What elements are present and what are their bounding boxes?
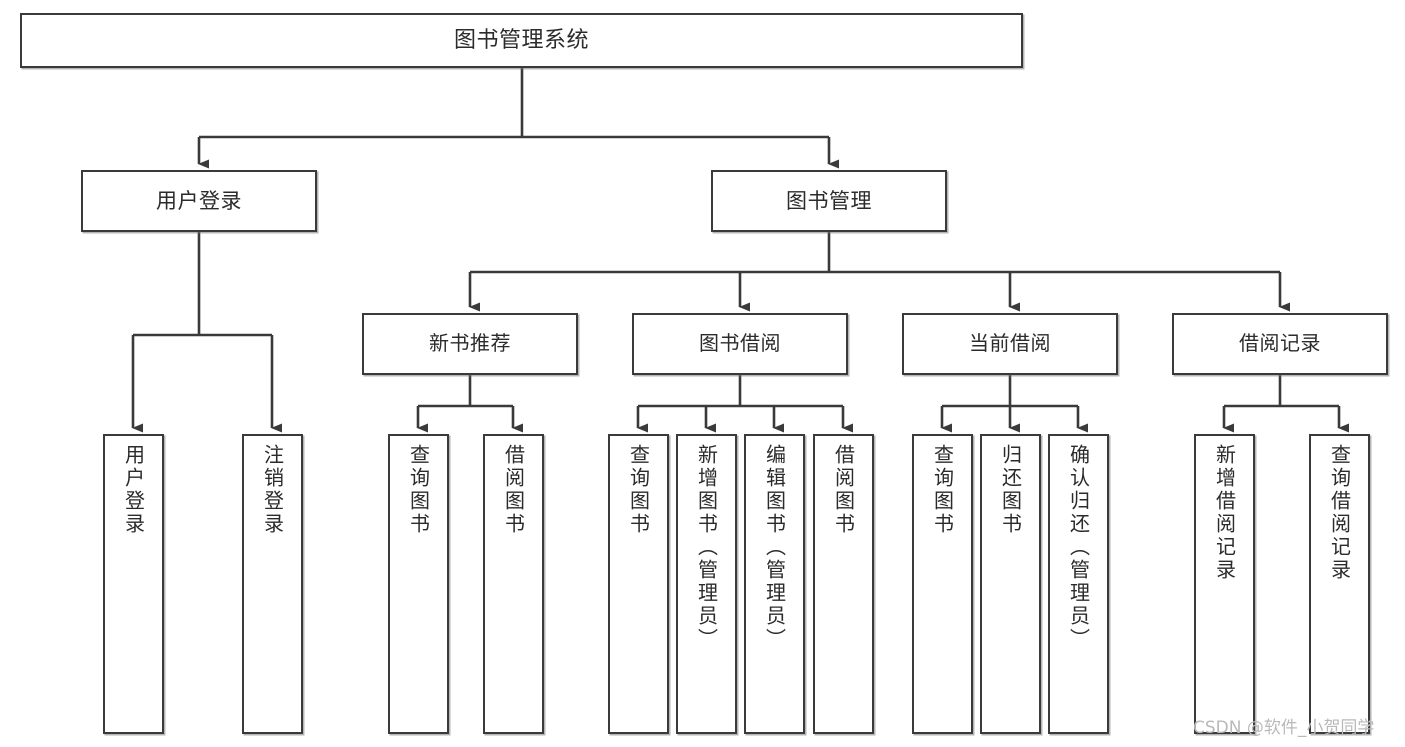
- node-root-system[interactable]: 图书管理系统: [20, 13, 1023, 68]
- leaf-query-book[interactable]: 查询图书: [608, 434, 669, 734]
- leaf-query-book-recommend[interactable]: 查询图书: [388, 434, 449, 734]
- node-label: 借阅图书: [831, 444, 856, 536]
- node-label: 图书管理: [786, 188, 872, 213]
- node-book-management[interactable]: 图书管理: [711, 170, 947, 232]
- node-label: 注销登录: [260, 444, 285, 536]
- node-book-borrow[interactable]: 图书借阅: [632, 313, 848, 375]
- node-label: 图书借阅: [699, 331, 781, 356]
- node-label: 用户登录: [156, 188, 242, 213]
- leaf-query-borrow-record[interactable]: 查询借阅记录: [1309, 434, 1370, 734]
- node-label: 新增借阅记录: [1212, 444, 1237, 582]
- leaf-confirm-return-admin[interactable]: 确认归还（管理员）: [1048, 434, 1109, 734]
- node-label: 用户登录: [121, 444, 146, 536]
- node-label: 归还图书: [998, 444, 1023, 536]
- leaf-borrow-book[interactable]: 借阅图书: [813, 434, 874, 734]
- node-new-book-recommend[interactable]: 新书推荐: [362, 313, 578, 375]
- node-label: 编辑图书（管理员）: [762, 444, 787, 651]
- node-borrow-record[interactable]: 借阅记录: [1172, 313, 1388, 375]
- node-label: 查询图书: [626, 444, 651, 536]
- node-label: 图书管理系统: [453, 27, 589, 53]
- leaf-borrow-book-recommend[interactable]: 借阅图书: [483, 434, 544, 734]
- leaf-user-login[interactable]: 用户登录: [103, 434, 164, 734]
- leaf-add-book-admin[interactable]: 新增图书（管理员）: [676, 434, 737, 734]
- leaf-edit-book-admin[interactable]: 编辑图书（管理员）: [744, 434, 805, 734]
- leaf-query-book-current[interactable]: 查询图书: [912, 434, 973, 734]
- node-label: 借阅记录: [1239, 331, 1321, 356]
- node-user-login[interactable]: 用户登录: [81, 170, 317, 232]
- node-current-borrow[interactable]: 当前借阅: [902, 313, 1118, 375]
- node-label: 新增图书（管理员）: [694, 444, 719, 651]
- node-label: 查询图书: [930, 444, 955, 536]
- csdn-watermark: CSDN @软件_小贺同学: [1193, 718, 1375, 738]
- leaf-return-book[interactable]: 归还图书: [980, 434, 1041, 734]
- node-label: 当前借阅: [969, 331, 1051, 356]
- node-label: 借阅图书: [501, 444, 526, 536]
- leaf-add-borrow-record[interactable]: 新增借阅记录: [1194, 434, 1255, 734]
- node-label: 新书推荐: [429, 331, 511, 356]
- node-label: 查询图书: [406, 444, 431, 536]
- node-label: 查询借阅记录: [1327, 444, 1352, 582]
- node-label: 确认归还（管理员）: [1066, 444, 1091, 651]
- leaf-logout[interactable]: 注销登录: [242, 434, 303, 734]
